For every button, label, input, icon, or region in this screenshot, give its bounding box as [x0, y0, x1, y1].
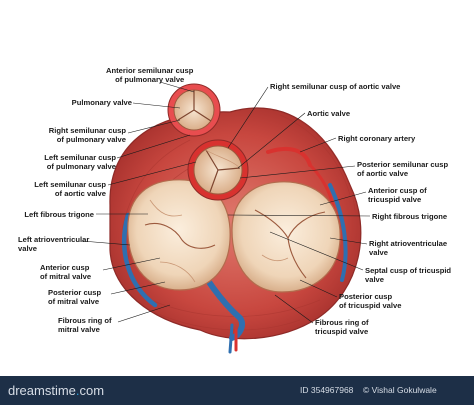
author-credit: © Vishal Gokulwale — [363, 385, 437, 395]
label-posterior-cusp-mitral: Posterior cusp of mitral valve — [48, 288, 102, 306]
label-aortic-valve: Aortic valve — [307, 109, 351, 118]
label-posterior-cusp-tricuspid: Posterior cusp of tricuspid valve — [339, 292, 402, 310]
leader-lines — [81, 81, 371, 324]
label-anterior-cusp-mitral: Anterior cusp of mitral valve — [40, 263, 92, 281]
stock-footer-bar: dreamstime.com ID 354967968 © Vishal Gok… — [0, 376, 474, 405]
label-right-cusp-aortic: Right semilunar cusp of aortic valve — [270, 82, 401, 91]
dreamstime-logo[interactable]: dreamstime.com — [8, 383, 105, 398]
label-anterior-cusp-pulmonary: Anterior semilunar cusp of pulmonary val… — [106, 66, 194, 84]
label-fibrous-ring-mitral: Fibrous ring of mitral valve — [58, 316, 112, 334]
label-fibrous-ring-tricuspid: Fibrous ring of tricuspid valve — [315, 318, 369, 336]
label-right-cusp-pulmonary: Right semilunar cusp of pulmonary valve — [48, 126, 126, 144]
label-right-atrioventricular-valve: Right atrioventriculae valve — [369, 239, 448, 257]
tricuspid-valve — [231, 181, 341, 293]
label-right-coronary-artery: Right coronary artery — [338, 134, 416, 143]
label-left-fibrous-trigone: Left fibrous trigone — [24, 210, 94, 219]
label-left-cusp-pulmonary: Left semilunar cusp of pulmonary valve — [44, 153, 116, 171]
pulmonary-valve — [167, 83, 221, 137]
label-pulmonary-valve: Pulmonary valve — [71, 98, 132, 107]
mitral-valve — [127, 179, 231, 291]
label-posterior-cusp-aortic: Posterior semilunar cusp of aortic valve — [357, 160, 449, 178]
label-right-fibrous-trigone: Right fibrous trigone — [372, 212, 448, 221]
aortic-valve — [187, 139, 249, 201]
image-id: ID 354967968 — [300, 385, 354, 395]
label-left-atrioventricular-valve: Left atrioventricular valve — [18, 235, 90, 253]
label-anterior-cusp-tricuspid: Anterior cusp of tricuspid valve — [368, 186, 427, 204]
label-septal-cusp-tricuspid: Septal cusp of tricuspid valve — [365, 266, 452, 284]
label-left-cusp-aortic: Left semilunar cusp of aortic valve — [34, 180, 106, 198]
